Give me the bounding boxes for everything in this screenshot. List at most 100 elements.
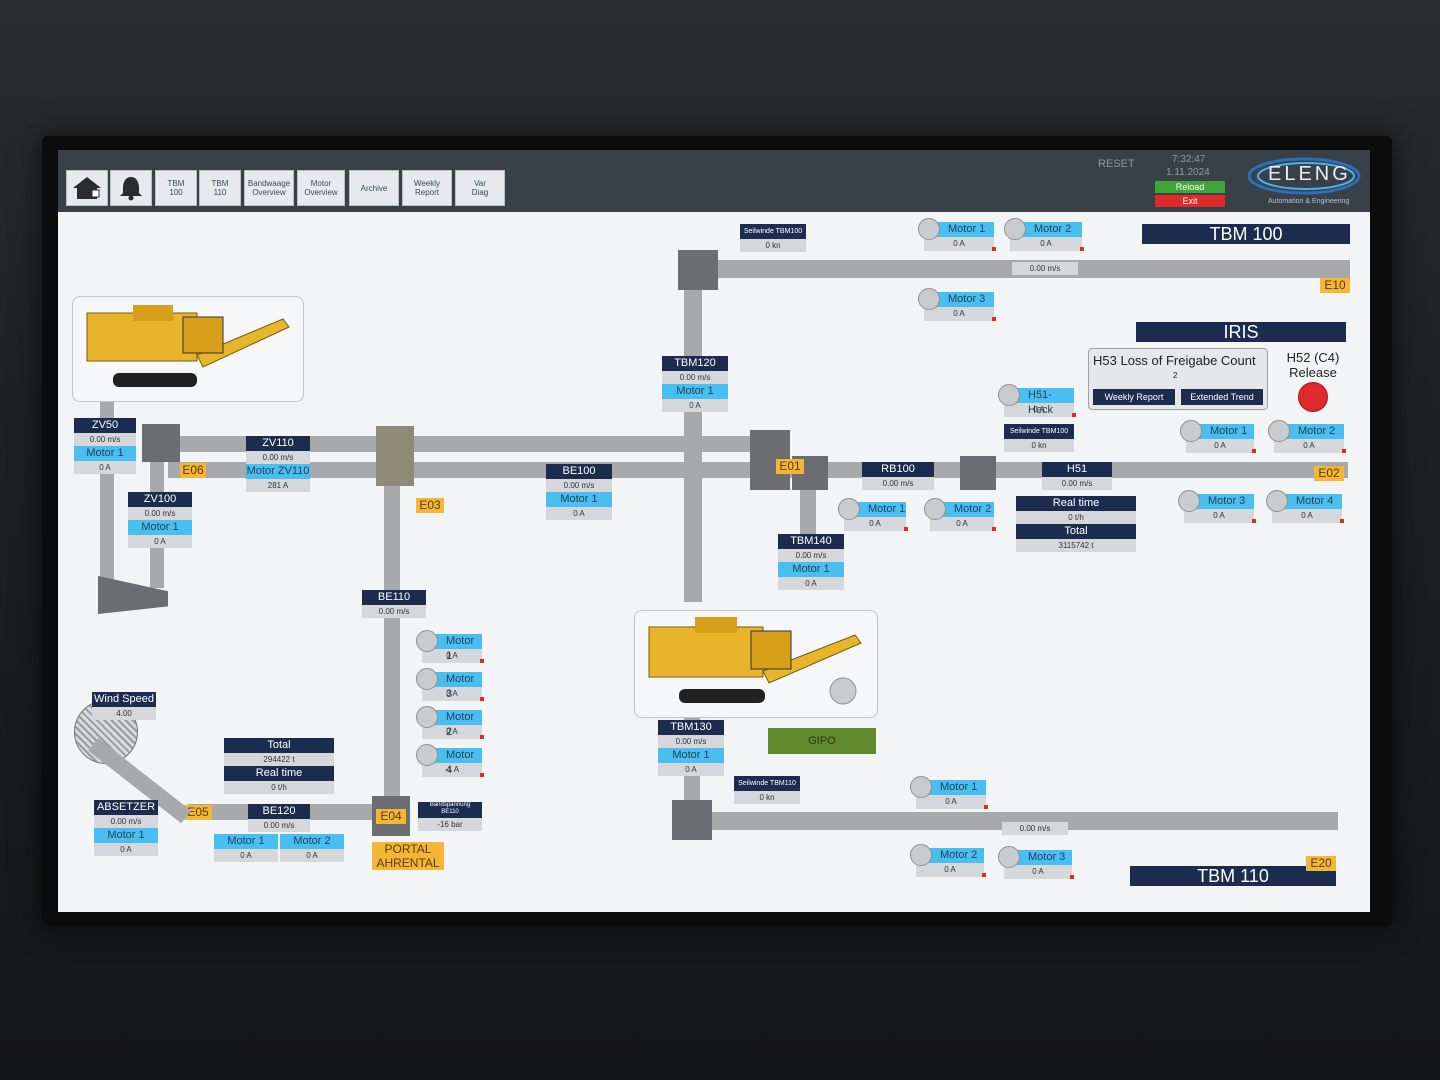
nav-archive-button[interactable]: Archive [349, 170, 399, 206]
motor-status-icon [910, 844, 932, 866]
h52-release-label: H52 (C4) Release [1286, 350, 1340, 380]
logo-text: ELENG [1268, 163, 1351, 185]
nav-tbm100-button[interactable]: TBM 100 [155, 170, 197, 206]
motor-be110-4[interactable]: Motor 4-1 A [416, 744, 484, 777]
top-toolbar: TBM 100 TBM 110 Bandwaage Overview Motor… [58, 150, 1370, 212]
motor-h51-heck[interactable]: H51-Heck0 A [998, 384, 1076, 417]
motor-status-icon [416, 630, 438, 652]
iris-bar: IRIS [1136, 322, 1346, 342]
etag-e01: E01 [776, 459, 804, 474]
bell-icon [120, 177, 142, 201]
plant-overview: 0.00 m/s 0.00 m/s TBM 100 IRIS TBM 110 E… [58, 212, 1370, 912]
transfer-node-rb100 [960, 456, 996, 490]
etag-e03: E03 [416, 498, 444, 513]
reset-label[interactable]: RESET [1098, 158, 1135, 170]
conveyor-tbm110 [698, 812, 1338, 830]
motor-status-icon [416, 706, 438, 728]
etag-e02: E02 [1314, 466, 1344, 481]
h52-release-indicator [1298, 382, 1328, 412]
crusher-image-bottom [634, 610, 878, 718]
extended-trend-button[interactable]: Extended Trend [1181, 389, 1263, 405]
clock-time: 7:32:47 [1172, 154, 1206, 165]
alarm-button[interactable] [110, 170, 152, 206]
motor-status-icon [1178, 490, 1200, 512]
reload-button[interactable]: Reload [1155, 181, 1225, 193]
motor-status-icon [918, 218, 940, 240]
bandspannung-panel: Bandspannung BE110-16 bar [418, 802, 482, 831]
transfer-node-tbm110 [672, 800, 712, 840]
home-icon [73, 177, 101, 199]
etag-e04: E04 [376, 809, 406, 824]
etag-e20: E20 [1306, 856, 1336, 871]
motor-status-icon [416, 744, 438, 766]
motor-be110-3[interactable]: Motor 30 A [416, 668, 484, 701]
transfer-node-e06 [142, 424, 180, 462]
motor-be110-2[interactable]: Motor 20 A [416, 706, 484, 739]
tbm100-bar: TBM 100 [1142, 224, 1350, 244]
iris-loss-panel: H53 Loss of Freigabe Count 2 Weekly Repo… [1088, 348, 1268, 410]
motor-status-icon [998, 846, 1020, 868]
iris-loss-value: 2 [1173, 371, 1178, 380]
weekly-report-button[interactable]: Weekly Report [1093, 389, 1175, 405]
tbm110-bar: TBM 110 [1130, 866, 1336, 886]
motor-be110-1[interactable]: Motor 10 A [416, 630, 484, 663]
clock-date: 1.11.2024 [1166, 167, 1210, 178]
eleng-logo: ELENG Automation & Engineering [1247, 154, 1366, 208]
nav-motor-overview-button[interactable]: Motor Overview [297, 170, 345, 206]
speed-tbm110: 0.00 m/s [1002, 822, 1068, 835]
motor-status-icon [910, 776, 932, 798]
home-button[interactable] [66, 170, 108, 206]
portal-ahrental-label: PORTAL AHRENTAL [372, 842, 444, 870]
exit-button[interactable]: Exit [1155, 195, 1225, 207]
motor-status-icon [924, 498, 946, 520]
gipo-indicator: GIPO [768, 728, 876, 754]
nav-weekly-report-button[interactable]: Weekly Report [402, 170, 452, 206]
motor-status-icon [1180, 420, 1202, 442]
motor-status-icon [918, 288, 940, 310]
motor-status-icon [838, 498, 860, 520]
etag-e10: E10 [1320, 278, 1350, 293]
transfer-node-e03 [376, 426, 414, 486]
etag-e06: E06 [180, 463, 206, 478]
nav-var-diag-button[interactable]: Var Diag [455, 170, 505, 206]
motor-status-icon [1004, 218, 1026, 240]
etag-e05: E05 [184, 805, 212, 820]
transfer-node-tbm100 [678, 250, 718, 290]
nav-tbm110-button[interactable]: TBM 110 [199, 170, 241, 206]
nav-bandwaage-button[interactable]: Bandwaage Overview [244, 170, 294, 206]
speed-tbm100: 0.00 m/s [1012, 262, 1078, 275]
hmi-screen: TBM 100 TBM 110 Bandwaage Overview Motor… [58, 150, 1370, 912]
motor-status-icon [998, 384, 1020, 406]
